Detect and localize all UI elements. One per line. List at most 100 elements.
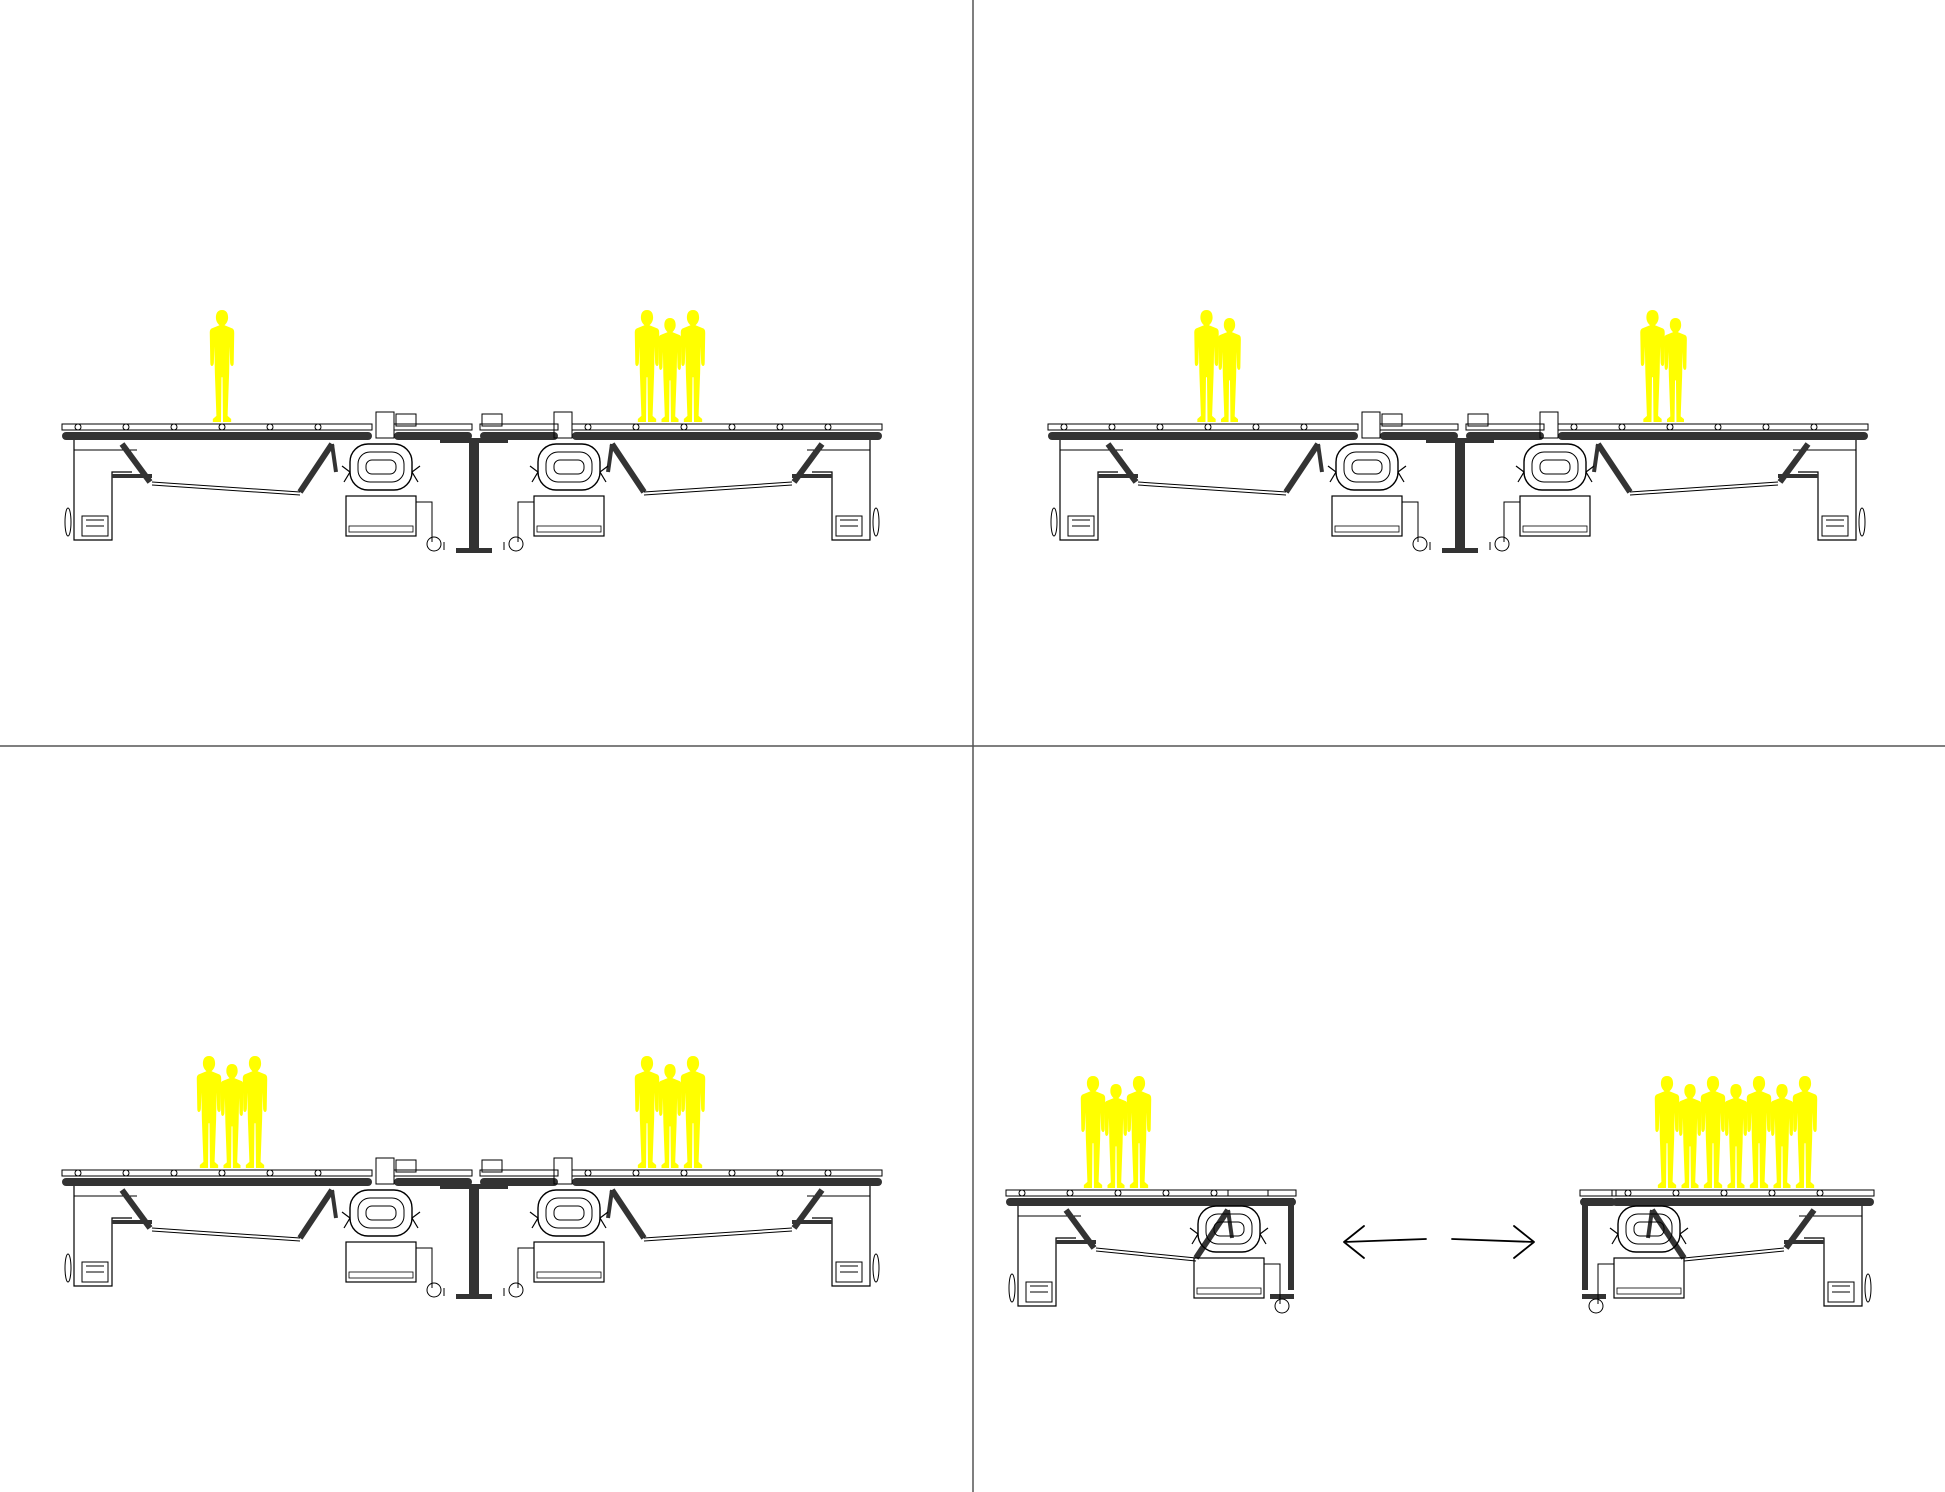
pipe xyxy=(1402,501,1419,542)
deck-beam xyxy=(1006,1198,1268,1206)
cable xyxy=(1137,484,1287,496)
strut xyxy=(1646,1209,1654,1239)
person-silhouette xyxy=(1678,1084,1702,1188)
coil-clamp xyxy=(1679,1227,1689,1245)
propeller xyxy=(872,1253,880,1283)
coil-ring-inner xyxy=(1633,1221,1665,1237)
coil-ring-outer xyxy=(357,451,405,483)
strut xyxy=(1595,442,1633,494)
tank-box xyxy=(1519,495,1591,537)
float-box xyxy=(81,515,109,537)
deck-bolt xyxy=(1672,1189,1680,1197)
tank-box xyxy=(1613,1257,1685,1299)
coil-housing xyxy=(537,1189,601,1237)
deck-bolt xyxy=(1714,423,1722,431)
hinge-box xyxy=(1381,413,1403,427)
coil-housing xyxy=(1617,1205,1681,1253)
deck-trim xyxy=(571,1169,883,1177)
person-silhouette xyxy=(680,310,706,422)
pillar-walls xyxy=(443,1288,505,1296)
deck-bolt xyxy=(1114,1189,1122,1197)
deck-bolt xyxy=(1618,423,1626,431)
deck-bolt xyxy=(1060,423,1068,431)
deck-beam xyxy=(1048,432,1358,440)
person-silhouette xyxy=(1664,318,1687,422)
module-beam xyxy=(1580,1198,1616,1206)
coil-clamp xyxy=(599,465,609,483)
tank-box xyxy=(533,1241,605,1283)
person-silhouette xyxy=(1640,310,1665,422)
pillar-cap xyxy=(1426,438,1494,443)
coil-ring-inner xyxy=(1213,1221,1245,1237)
strut xyxy=(1193,1208,1231,1260)
deck-trim xyxy=(1557,423,1869,431)
deck-trim xyxy=(1611,1189,1875,1197)
deck-bolt xyxy=(1204,423,1212,431)
pipe xyxy=(517,1247,534,1288)
coil-ring-outer xyxy=(545,1197,593,1229)
deck-bolt xyxy=(1720,1189,1728,1197)
person-silhouette xyxy=(1126,1076,1152,1188)
coil-housing xyxy=(1523,443,1587,491)
coil-ring-outer xyxy=(1625,1213,1673,1245)
deck-bolt xyxy=(266,423,274,431)
deck-bolt xyxy=(728,1169,736,1177)
strut xyxy=(609,1188,647,1240)
propeller xyxy=(1008,1273,1016,1303)
module-trim xyxy=(1579,1189,1617,1197)
pump xyxy=(426,1282,442,1298)
deck-bolt xyxy=(314,1169,322,1177)
pump-mechanism xyxy=(1588,1205,1689,1314)
pump xyxy=(1588,1298,1604,1314)
deck-bolt xyxy=(680,1169,688,1177)
strut xyxy=(1226,1209,1234,1239)
cable xyxy=(151,481,301,493)
person-silhouette xyxy=(658,318,682,422)
strut xyxy=(330,1189,338,1219)
pipe xyxy=(1264,1263,1281,1304)
strut xyxy=(1283,442,1321,494)
deck-bolt xyxy=(170,1169,178,1177)
person-silhouette xyxy=(680,1056,706,1168)
deck-beam xyxy=(572,432,882,440)
hinge-post xyxy=(553,1157,573,1185)
end-foot xyxy=(1582,1294,1606,1299)
tank-box xyxy=(533,495,605,537)
deck-bolt xyxy=(1300,423,1308,431)
cable xyxy=(643,1227,793,1239)
cable xyxy=(1683,1250,1785,1262)
pillar-walls xyxy=(443,542,505,550)
pillar-cap xyxy=(440,1184,508,1189)
float-box xyxy=(835,1261,863,1283)
pump xyxy=(508,536,524,552)
end-foot xyxy=(1270,1294,1294,1299)
strut xyxy=(609,442,647,494)
deck-bolt xyxy=(1624,1189,1632,1197)
central-pillar xyxy=(1455,438,1465,550)
pump-mechanism xyxy=(508,443,609,552)
tank-base xyxy=(1334,525,1400,533)
hinge-post xyxy=(1361,411,1381,439)
hinge-box xyxy=(1467,413,1489,427)
person-silhouette xyxy=(634,1056,660,1168)
deck-bolt xyxy=(1156,423,1164,431)
pump-mechanism xyxy=(508,1189,609,1298)
coil-clamp xyxy=(529,465,539,483)
coil-housing xyxy=(349,1189,413,1237)
tank-base xyxy=(536,525,602,533)
person-silhouette xyxy=(1792,1076,1818,1188)
float-lines xyxy=(1030,1285,1048,1293)
coil-clamp xyxy=(1189,1227,1199,1245)
deck-bolt xyxy=(632,1169,640,1177)
end-wall xyxy=(1582,1198,1588,1290)
coil-clamp xyxy=(341,465,351,483)
pipe xyxy=(416,1247,433,1288)
deck-bolt xyxy=(314,423,322,431)
tank-base xyxy=(1522,525,1588,533)
deck-bolt xyxy=(776,1169,784,1177)
pillar-foot xyxy=(456,548,492,553)
panel-1 xyxy=(61,310,883,553)
deck-bolt xyxy=(1768,1189,1776,1197)
propeller xyxy=(64,1253,72,1283)
